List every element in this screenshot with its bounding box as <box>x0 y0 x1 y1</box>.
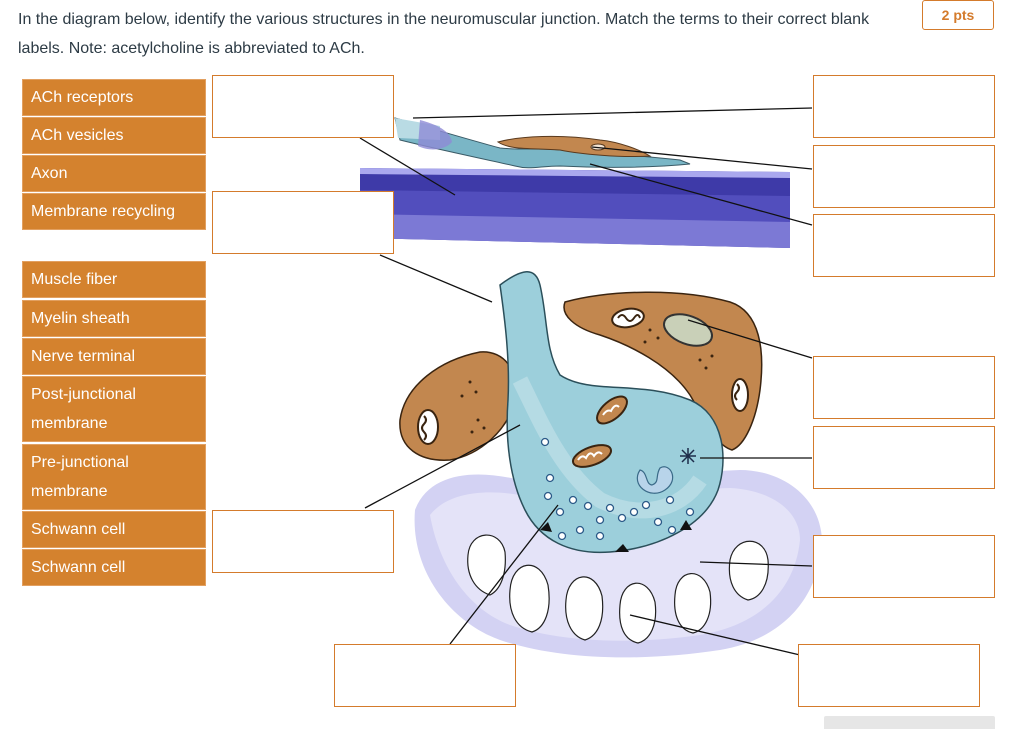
schwann-cell-right <box>563 291 763 451</box>
term-membrane-recycling[interactable]: Membrane recycling <box>22 193 206 230</box>
term-nerve-terminal[interactable]: Nerve terminal <box>22 338 206 375</box>
blank-3[interactable] <box>212 510 394 573</box>
blank-5[interactable] <box>813 75 995 138</box>
nerve-terminal <box>499 271 724 554</box>
term-pre-junctional-membrane[interactable]: Pre-junctional membrane <box>22 444 206 510</box>
blank-4[interactable] <box>334 644 516 707</box>
blank-10[interactable] <box>813 535 995 598</box>
term-ach-receptors[interactable]: ACh receptors <box>22 79 206 116</box>
blank-1[interactable] <box>212 75 394 138</box>
blank-8[interactable] <box>813 356 995 419</box>
schwann-cell-left <box>399 351 517 461</box>
points-badge: 2 pts <box>922 0 994 30</box>
term-schwann-cell-1[interactable]: Schwann cell <box>22 511 206 548</box>
term-post-junctional-membrane[interactable]: Post-junctional membrane <box>22 376 206 442</box>
blank-7[interactable] <box>813 214 995 277</box>
blank-9[interactable] <box>813 426 995 489</box>
term-ach-vesicles[interactable]: ACh vesicles <box>22 117 206 154</box>
top-muscle-fiber <box>360 168 790 248</box>
top-axon <box>394 117 691 169</box>
blank-6[interactable] <box>813 145 995 208</box>
term-schwann-cell-2[interactable]: Schwann cell <box>22 549 206 586</box>
term-muscle-fiber[interactable]: Muscle fiber <box>22 261 206 298</box>
term-myelin-sheath[interactable]: Myelin sheath <box>22 300 206 337</box>
question-text: In the diagram below, identify the vario… <box>18 11 870 57</box>
term-axon[interactable]: Axon <box>22 155 206 192</box>
blank-2[interactable] <box>212 191 394 254</box>
footer-button-stub[interactable] <box>824 716 995 729</box>
muscle-fiber-main <box>414 470 822 658</box>
leader-lines <box>359 107 813 656</box>
blank-11[interactable] <box>798 644 980 707</box>
